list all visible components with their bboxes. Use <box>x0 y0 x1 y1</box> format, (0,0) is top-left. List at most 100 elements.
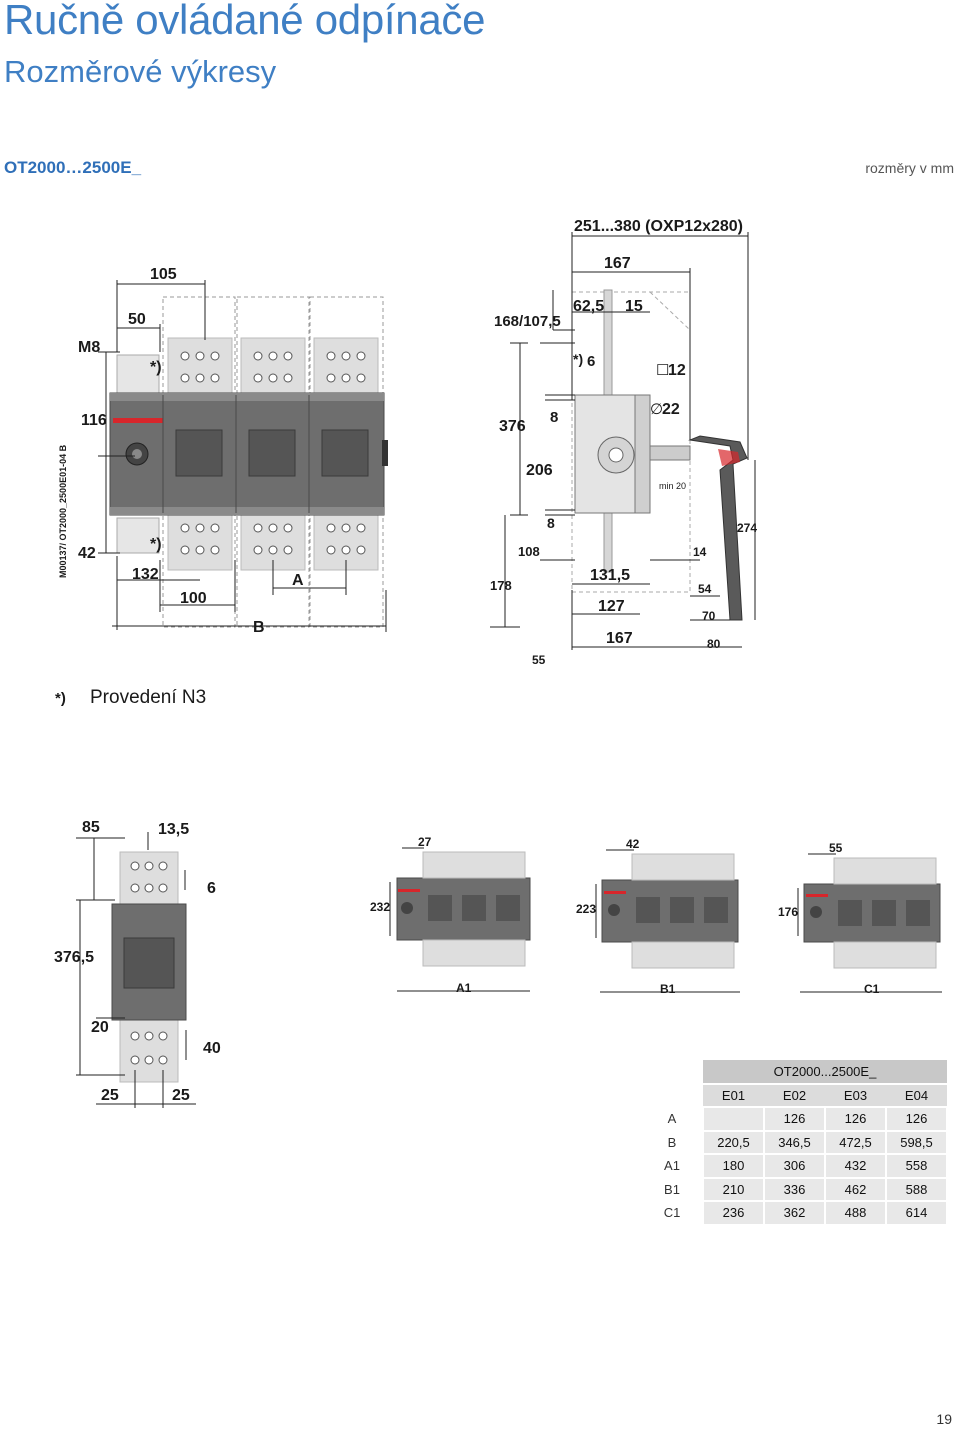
table-col-e04: E04 <box>886 1083 947 1107</box>
dim-13-5: 13,5 <box>158 821 189 838</box>
model-label: OT2000…2500E_ <box>4 158 142 177</box>
table-title: OT2000...2500E_ <box>703 1060 947 1085</box>
small-view-3: 55 176 C1 <box>778 841 942 996</box>
table-cell: 432 <box>824 1153 887 1179</box>
small3-left-dim: 176 <box>778 905 798 919</box>
table-cell: 462 <box>824 1176 887 1202</box>
page-subtitle: Rozměrové výkresy <box>4 54 277 89</box>
dim-m8: M8 <box>78 339 100 356</box>
table-cell: 488 <box>824 1200 887 1226</box>
dim-167-top: 167 <box>604 255 631 272</box>
small1-left-dim: 232 <box>370 900 390 914</box>
small2-top-dim: 42 <box>626 837 640 851</box>
dimensions-table: OT2000...2500E_ E01 E02 E03 E04 A 126 12… <box>642 1060 948 1226</box>
table-cell: 472,5 <box>824 1129 887 1155</box>
table-row-label: B <box>642 1130 704 1154</box>
dim-116: 116 <box>81 412 107 429</box>
dim-a: A <box>292 572 304 589</box>
small2-bottom-dim: B1 <box>660 982 676 996</box>
dim-100: 100 <box>180 590 207 607</box>
dim-132: 132 <box>132 566 159 583</box>
table-row-label: A1 <box>642 1154 704 1178</box>
dim-6: 6 <box>587 353 595 370</box>
dim-178: 178 <box>490 578 512 593</box>
table-cell <box>702 1106 765 1132</box>
square-symbol: ☐ <box>656 362 669 379</box>
drawing-code: M00137/ OT2000_2500E01-04 B <box>58 444 68 578</box>
dim-40: 40 <box>203 1040 221 1057</box>
table-cell: 180 <box>702 1153 765 1179</box>
dim-167-bottom: 167 <box>606 630 633 647</box>
dim-20: 20 <box>91 1019 109 1036</box>
small1-bottom-dim: A1 <box>456 981 472 995</box>
footnote-marker: *) <box>55 690 66 707</box>
small3-top-dim: 55 <box>829 841 843 855</box>
table-row: C1 236 362 488 614 <box>642 1200 948 1226</box>
dim-22: 22 <box>662 401 680 418</box>
units-label: rozměry v mm <box>865 160 954 176</box>
table-row-label: C1 <box>642 1201 704 1225</box>
dim-8-top: 8 <box>550 409 558 426</box>
dim-b: B <box>253 619 265 636</box>
table-cell: 336 <box>763 1176 826 1202</box>
dim-105: 105 <box>150 266 177 283</box>
dim-274: 274 <box>737 521 757 535</box>
dim-12: 12 <box>668 362 686 379</box>
table-cell: 588 <box>885 1176 948 1202</box>
dim-15: 15 <box>625 298 643 315</box>
dim-251-380: 251...380 (OXP12x280) <box>574 218 743 235</box>
dim-127: 127 <box>598 598 625 615</box>
dim-108: 108 <box>518 544 540 559</box>
dim-206: 206 <box>526 462 553 479</box>
dim-25-left: 25 <box>101 1087 119 1104</box>
table-row: B1 210 336 462 588 <box>642 1176 948 1202</box>
table-row-label: B1 <box>642 1177 704 1201</box>
table-cell: 346,5 <box>763 1129 826 1155</box>
dim-min-20: min 20 <box>659 481 686 491</box>
table-row-label: A <box>642 1107 704 1131</box>
table-row: A1 180 306 432 558 <box>642 1153 948 1179</box>
small-view-2: 42 223 B1 <box>576 837 740 996</box>
dim-85: 85 <box>82 819 100 836</box>
table-cell: 362 <box>763 1200 826 1226</box>
table-cell: 598,5 <box>885 1129 948 1155</box>
dim-55: 55 <box>532 653 546 667</box>
table-cell: 306 <box>763 1153 826 1179</box>
dim-42: 42 <box>78 545 96 562</box>
dim-8-bottom: 8 <box>547 515 555 531</box>
footnote-text: Provedení N3 <box>90 687 206 708</box>
dim-50: 50 <box>128 311 146 328</box>
table-cell: 210 <box>702 1176 765 1202</box>
dim-80: 80 <box>707 637 721 651</box>
dim-168-107: 168/107,5 <box>494 313 561 330</box>
table-cell: 236 <box>702 1200 765 1226</box>
dim-70: 70 <box>702 609 716 623</box>
diameter-symbol: ∅ <box>650 401 663 418</box>
side-note-marker: *) <box>573 351 583 367</box>
note-marker-bottom: *) <box>150 536 162 553</box>
table-row: B 220,5 346,5 472,5 598,5 <box>642 1129 948 1155</box>
small3-bottom-dim: C1 <box>864 982 880 996</box>
dim-131-5: 131,5 <box>590 567 630 584</box>
dim-14: 14 <box>693 545 707 559</box>
single-pole-drawing: 85 13,5 6 376,5 20 40 25 25 <box>54 819 221 1108</box>
table-cell: 126 <box>885 1106 948 1132</box>
page-title: Ručně ovládané odpínače <box>4 0 486 43</box>
dim-6-pole: 6 <box>207 880 216 897</box>
side-view-drawing: 251...380 (OXP12x280) 167 168/107,5 62,5… <box>490 218 757 667</box>
table-cell: 126 <box>763 1106 826 1132</box>
small2-left-dim: 223 <box>576 902 596 916</box>
table-col-e02: E02 <box>764 1083 825 1107</box>
small1-top-dim: 27 <box>418 835 432 849</box>
page-number: 19 <box>936 1411 952 1427</box>
table-cell: 126 <box>824 1106 887 1132</box>
dim-376: 376 <box>499 418 526 435</box>
table-col-e03: E03 <box>825 1083 886 1107</box>
table-cell: 558 <box>885 1153 948 1179</box>
dim-62-5: 62,5 <box>573 298 604 315</box>
small-view-1: 27 232 A1 <box>370 835 531 995</box>
dim-376-5: 376,5 <box>54 949 94 966</box>
note-marker-top: *) <box>150 359 162 376</box>
dim-25-right: 25 <box>172 1087 190 1104</box>
